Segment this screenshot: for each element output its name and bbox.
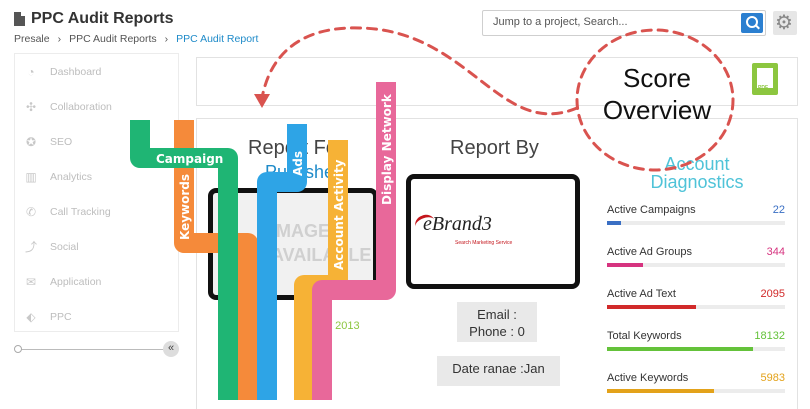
sidebar-resize-handle[interactable] — [14, 345, 22, 353]
metric-bar — [607, 221, 785, 225]
ribbon-campaign — [130, 120, 238, 400]
email-line: Email : — [477, 307, 517, 322]
date-range: Date ranae :Jan — [437, 356, 560, 386]
arrowhead-icon — [254, 94, 270, 108]
sidebar-item-label: SEO — [50, 135, 73, 148]
share-icon: ⤴ — [24, 240, 37, 254]
chevron-right-icon: › — [57, 33, 62, 45]
page-title: PPC Audit Reports — [14, 10, 174, 28]
phone-icon: ✆ — [25, 204, 37, 219]
envelope-icon: ✉ — [25, 274, 37, 289]
dashed-callout — [260, 26, 735, 172]
breadcrumb-current: PPC Audit Report — [176, 33, 259, 45]
metric-label: Active Keywords — [607, 372, 689, 384]
sidebar-item-label: Application — [50, 275, 102, 288]
sidebar-item-label: Dashboard — [50, 65, 102, 78]
ribbon-display-network — [312, 82, 396, 400]
network-icon: ✣ — [25, 99, 37, 114]
score-overview-label: Score Overview — [602, 63, 712, 125]
page-title-text: PPC Audit Reports — [31, 10, 174, 27]
metric-bar — [607, 305, 785, 309]
metric-label: Total Keywords — [607, 330, 682, 342]
metric-value: 22 — [772, 204, 785, 216]
document-icon — [14, 12, 25, 26]
sidebar-item-ppc[interactable]: ⬖ PPC — [15, 299, 178, 334]
ribbon-label-ads: Ads — [291, 151, 305, 176]
sidebar-item-label: Collaboration — [50, 100, 112, 113]
metric-bar — [607, 263, 785, 267]
dashed-arrow — [260, 26, 579, 116]
sidebar-item-analytics[interactable]: ▥ Analytics — [15, 159, 178, 194]
pdf-download-icon[interactable]: PDF — [752, 63, 778, 95]
agency-logo: eBrand3 — [423, 213, 492, 235]
ribbon-label-keywords: Keywords — [178, 174, 192, 240]
dashed-circle — [575, 28, 735, 172]
chevron-right-icon: › — [164, 33, 169, 45]
phone-line: Phone : 0 — [469, 324, 525, 339]
sidebar-item-application[interactable]: ✉ Application — [15, 264, 178, 299]
metric-bar — [607, 389, 785, 393]
metric-value: 344 — [766, 246, 785, 258]
agency-tagline: Search Marketing Service — [455, 240, 513, 246]
metric-label: Active Ad Text — [607, 288, 676, 300]
sidebar-item-social[interactable]: ⤴ Social — [15, 229, 178, 264]
sidebar: ◔ Dashboard ✣ Collaboration ✪ SEO ▥ Anal… — [14, 53, 179, 332]
breadcrumb-presale[interactable]: Presale — [14, 33, 50, 45]
sidebar-item-seo[interactable]: ✪ SEO — [15, 124, 178, 159]
gear-icon: ⚙ — [775, 12, 793, 34]
metric-label: Active Campaigns — [607, 204, 696, 216]
tag-icon: ⬖ — [26, 309, 36, 324]
sidebar-item-label: Social — [50, 240, 79, 253]
account-diagnostics-title: Account Diagnostics — [650, 154, 744, 192]
search-input[interactable] — [491, 15, 735, 29]
sidebar-item-dashboard[interactable]: ◔ Dashboard — [15, 54, 178, 89]
sidebar-item-label: PPC — [50, 310, 72, 323]
settings-button[interactable]: ⚙ — [773, 11, 797, 35]
sidebar-item-call-tracking[interactable]: ✆ Call Tracking — [15, 194, 178, 229]
bar-chart-icon: ▥ — [25, 169, 37, 184]
badge-icon: ✪ — [25, 134, 37, 149]
agency-logo-frame: eBrand3 Search Marketing Service — [406, 174, 580, 289]
ribbon-keywords — [174, 120, 258, 400]
ribbon-label-display-network: Display Network — [380, 93, 394, 205]
sidebar-item-label: Call Tracking — [50, 205, 111, 218]
sidebar-item-label: Analytics — [50, 170, 93, 183]
pie-chart-icon: ◔ — [27, 64, 35, 79]
search-box — [482, 10, 766, 36]
search-icon — [746, 16, 758, 28]
metric-value: 5983 — [760, 372, 785, 384]
search-button[interactable] — [741, 13, 763, 33]
contact-info: Email : Phone : 0 — [457, 302, 537, 342]
ribbon-ads — [257, 124, 307, 400]
annotation-overlay: Campaign Keywords Ads Account Activity D… — [130, 26, 735, 400]
sidebar-item-collaboration[interactable]: ✣ Collaboration — [15, 89, 178, 124]
report-by-heading: Report By — [450, 137, 539, 159]
metric-value: 2095 — [760, 288, 785, 300]
ribbon-label-campaign: Campaign — [156, 152, 223, 166]
collapse-sidebar-button[interactable]: « — [163, 341, 179, 357]
breadcrumb: Presale › PPC Audit Reports › PPC Audit … — [14, 33, 258, 45]
score-overview-panel — [196, 57, 798, 106]
ribbon-label-account-activity: Account Activity — [332, 159, 346, 270]
metric-label: Active Ad Groups — [607, 246, 692, 258]
metric-value: 18132 — [754, 330, 785, 342]
breadcrumb-ppc-audit-reports[interactable]: PPC Audit Reports — [69, 33, 157, 45]
sidebar-resize-track — [16, 349, 166, 350]
metric-bar — [607, 347, 785, 351]
